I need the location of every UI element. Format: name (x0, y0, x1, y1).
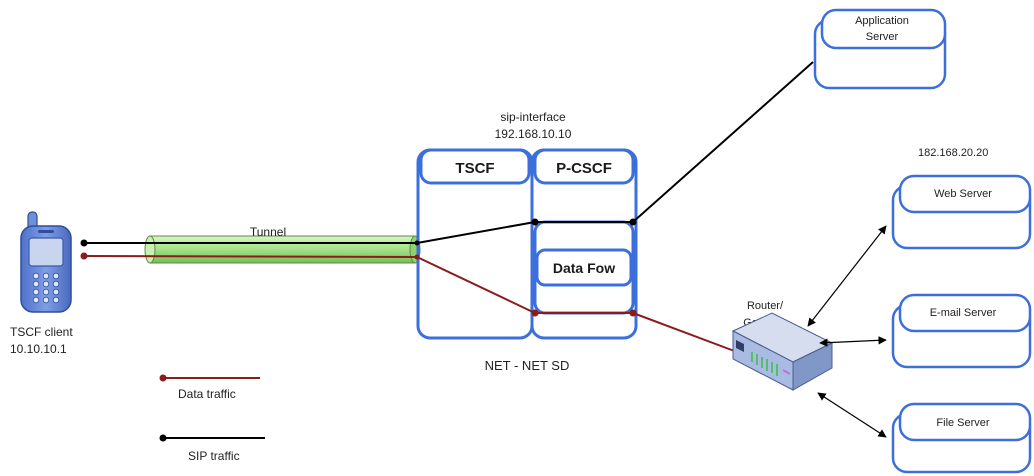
pcscf-label: P-CSCF (556, 160, 612, 177)
file-server-label: File Server (936, 417, 990, 429)
router-file-link (817, 392, 887, 438)
legend-sip-dot (159, 434, 167, 442)
legend-sip-label: SIP traffic (188, 449, 240, 463)
web-server (891, 174, 1032, 250)
sip-pcscf-out-dot (629, 218, 637, 226)
router-icon (731, 312, 834, 391)
tscf-column (416, 148, 534, 340)
router-web-link (807, 225, 887, 327)
mobile-phone-icon (20, 211, 72, 313)
application-server-label-line2: Server (866, 31, 899, 43)
tscf-header (419, 148, 531, 185)
pcscf-column (530, 148, 638, 340)
sip-endpoint-dot (80, 239, 88, 247)
client-ip: 10.10.10.1 (10, 342, 67, 356)
legend: Data traffic SIP traffic (159, 374, 265, 463)
client-name: TSCF client (10, 325, 73, 339)
data-pcscf-in-dot (531, 309, 539, 317)
data-endpoint-dot (80, 252, 88, 260)
router-label-line1: Router/ (747, 300, 784, 312)
email-server (891, 293, 1032, 369)
sip-pcscf-in-dot (531, 218, 539, 226)
legend-data-label: Data traffic (178, 387, 236, 401)
data-flow-label: Data Fow (553, 260, 615, 276)
web-server-label: Web Server (934, 188, 992, 200)
data-flow-box (535, 248, 633, 287)
data-traffic-path (83, 255, 738, 353)
tunnel-label: Tunnel (250, 225, 286, 239)
sd-title: NET - NET SD (485, 358, 570, 373)
data-tunnel-end-dot (414, 254, 420, 260)
legend-data-dot (159, 374, 167, 382)
data-pcscf-out-dot (629, 309, 637, 317)
router-email-link (819, 336, 887, 347)
tscf-label: TSCF (455, 160, 494, 177)
file-server (891, 402, 1032, 474)
server-network-ip: 182.168.20.20 (918, 147, 988, 159)
sip-interface-label: sip-interface (500, 110, 566, 124)
net-net-sd (416, 148, 638, 340)
application-server (813, 8, 947, 90)
application-server-label-line1: Application (855, 15, 909, 27)
email-server-label: E-mail Server (930, 307, 997, 319)
sip-tunnel-end-dot (414, 240, 420, 246)
sip-traffic-path (84, 61, 814, 244)
sip-interface-ip: 192.168.10.10 (495, 127, 572, 141)
tunnel (144, 235, 421, 264)
pcscf-header (533, 148, 635, 185)
